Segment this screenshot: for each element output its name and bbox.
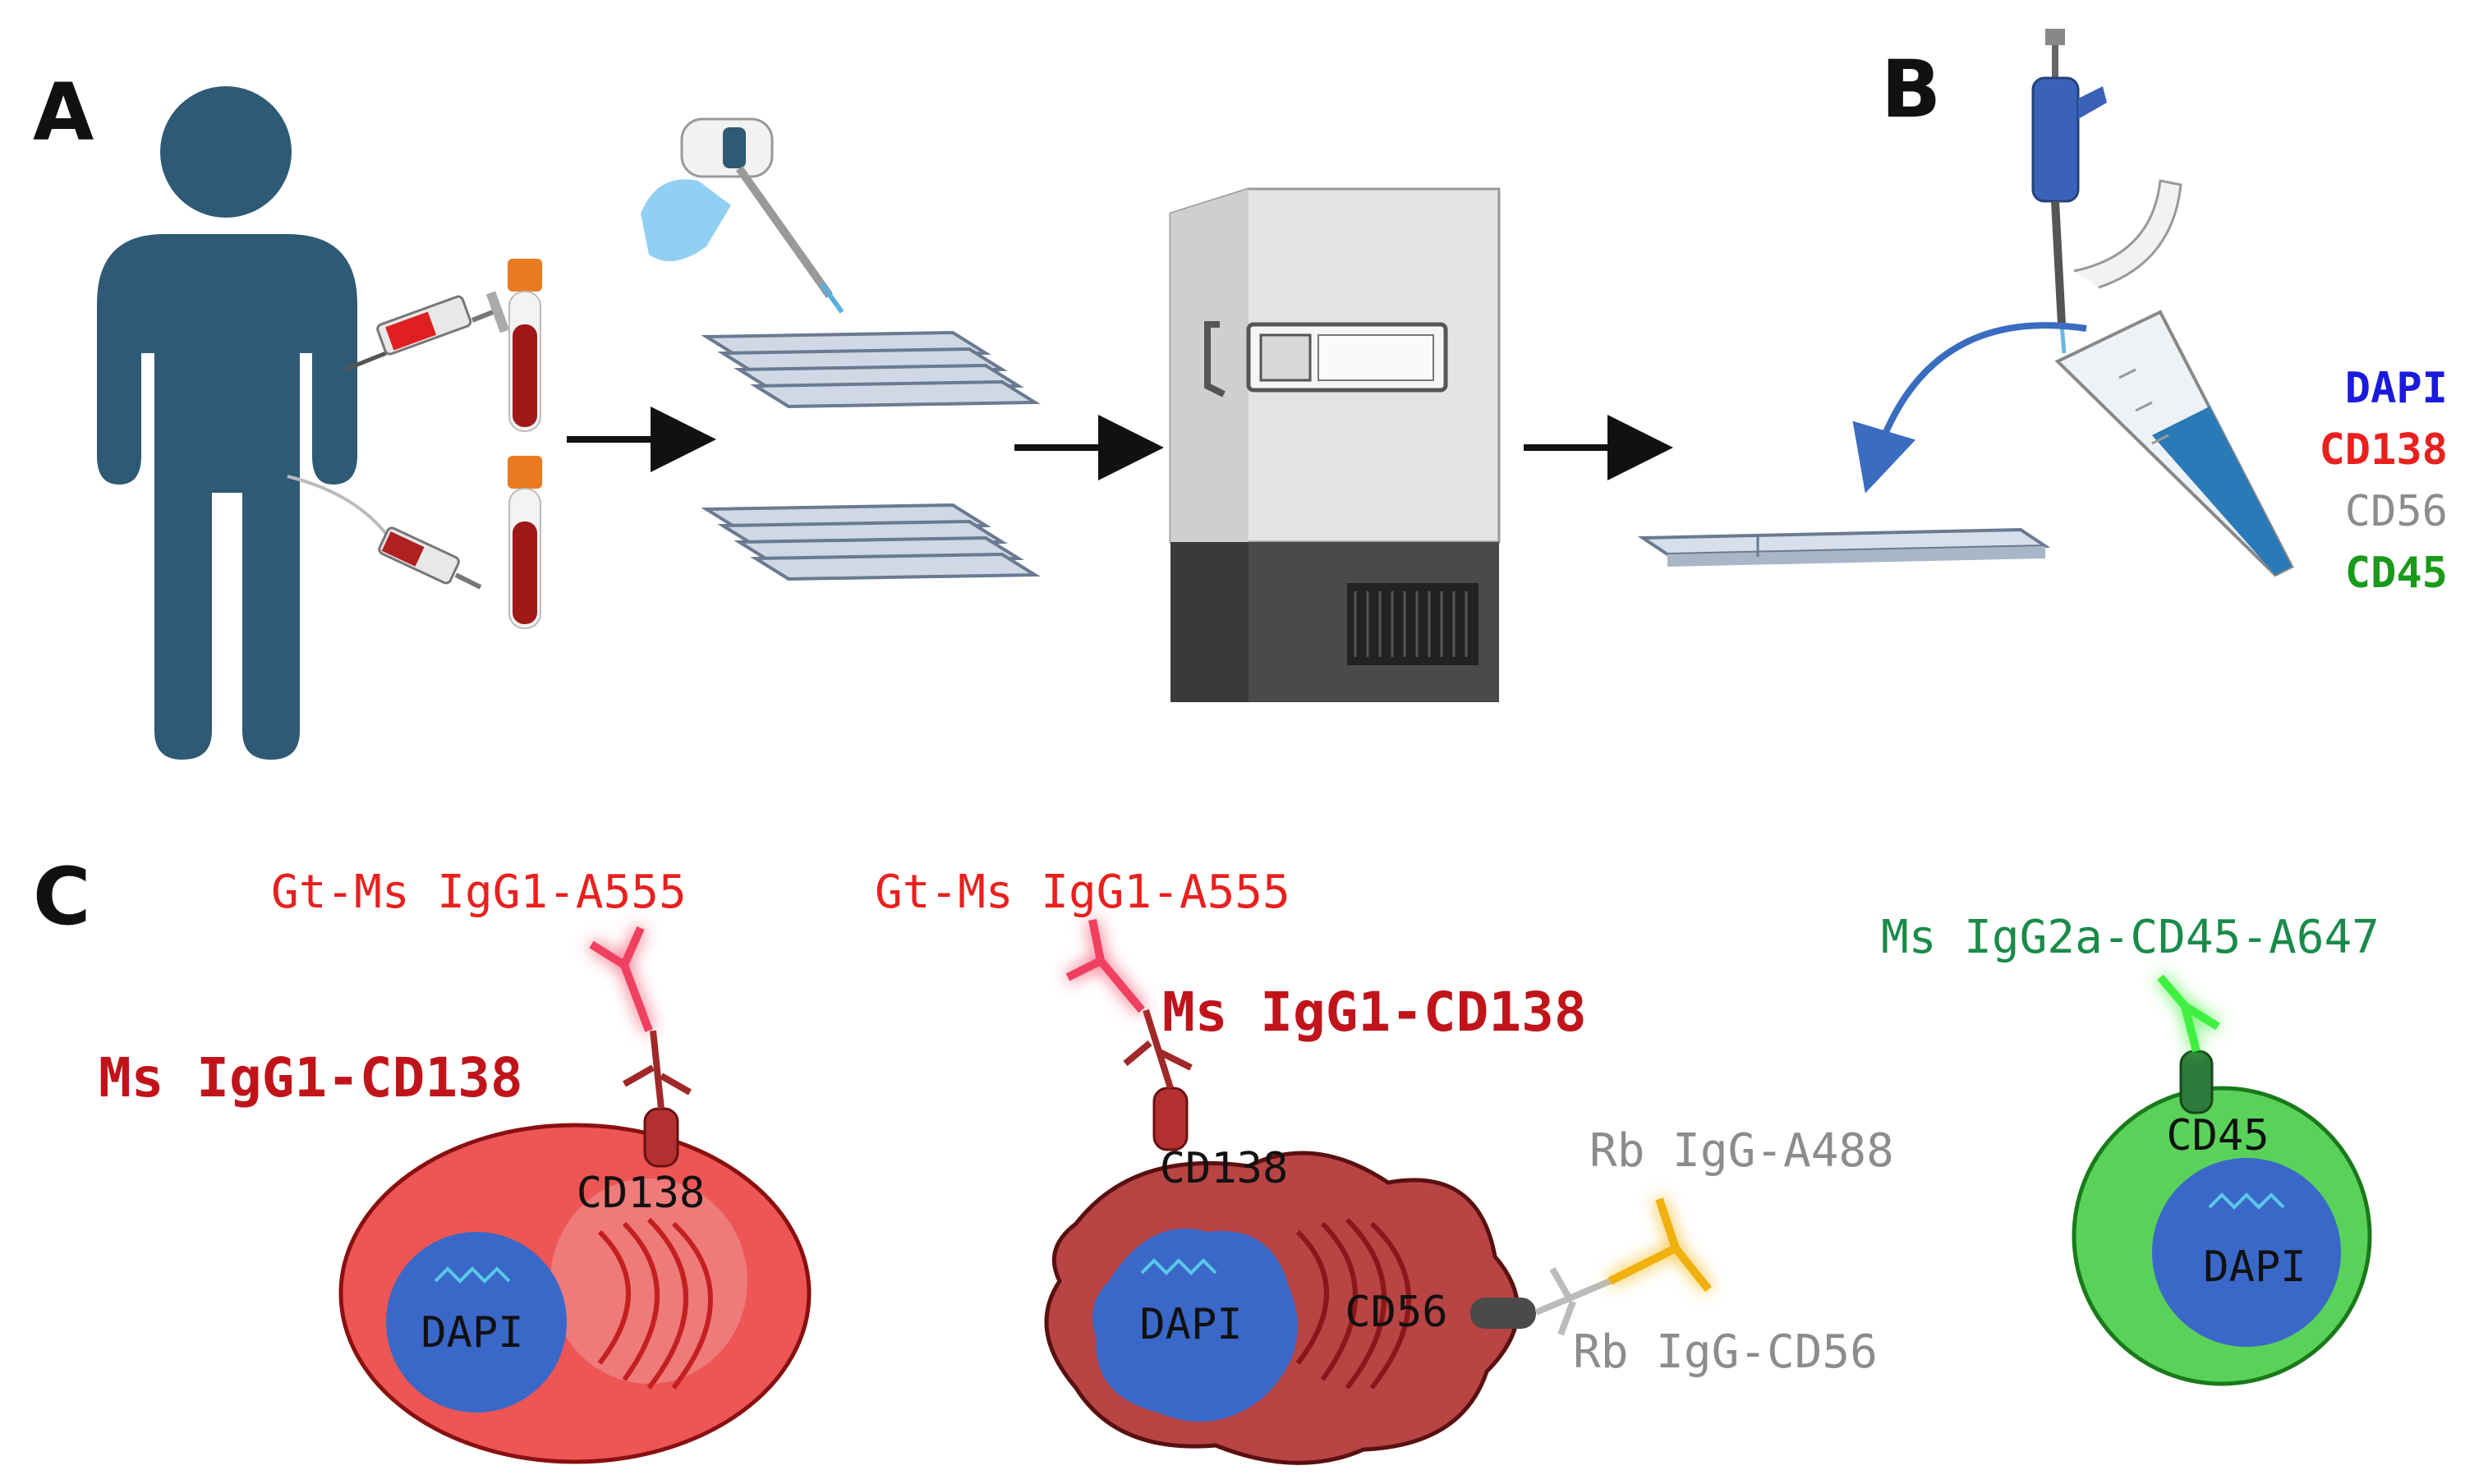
curved-arrow-icon	[1852, 322, 2087, 494]
panel-label-a: A	[33, 67, 94, 159]
secondary-antibody-icon	[589, 926, 653, 1032]
receptor-label: CD45	[2166, 1111, 2269, 1160]
secondary-antibody-icon	[1607, 1197, 1712, 1293]
blood-tube-icon	[508, 456, 542, 629]
microcentrifuge-tube-icon	[2054, 179, 2294, 577]
legend-cd56: CD56	[2345, 487, 2448, 536]
cell1-primary-label: Ms IgG1-CD138	[99, 1046, 523, 1110]
single-slide-icon	[1637, 527, 2051, 567]
freezer-icon	[1169, 187, 1501, 702]
cell2-primary-label: Ms IgG1-CD138	[1162, 981, 1587, 1044]
conjugated-antibody-icon	[2157, 974, 2220, 1053]
syringe-icon	[344, 291, 510, 372]
cell3-antibody-label: Ms IgG2a-CD45-A647	[1881, 911, 2380, 964]
leukocyte-cell: DAPI CD45	[2072, 1050, 2372, 1386]
pipette-icon	[2031, 29, 2107, 354]
panel-label-b: B	[1881, 44, 1941, 136]
nucleus-label: DAPI	[2203, 1243, 2306, 1292]
secondary-antibody-icon	[1065, 919, 1145, 1013]
nucleus-label: DAPI	[421, 1308, 523, 1358]
receptor-label: CD138	[1160, 1144, 1289, 1193]
plasma-cell-1: DAPI CD138	[338, 1107, 812, 1464]
gloved-hand-pipette-icon	[641, 117, 844, 314]
legend-cd138: CD138	[2319, 425, 2448, 475]
primary-antibody-icon	[623, 1030, 692, 1110]
legend-dapi: DAPI	[2345, 364, 2448, 413]
receptor2-label: CD56	[1345, 1288, 1447, 1337]
primary-antibody-icon	[1534, 1267, 1612, 1336]
cell1-secondary-label: Gt-Ms IgG1-A555	[271, 866, 687, 919]
legend-cd45: CD45	[2345, 549, 2448, 598]
blood-draw-syringe-icon	[287, 475, 482, 590]
slide-stack-icon	[701, 330, 1041, 409]
receptor-label: CD138	[577, 1169, 706, 1218]
cell2-primary2-label: Rb IgG-CD56	[1573, 1325, 1878, 1379]
primary-antibody-icon	[1123, 1008, 1193, 1090]
panel-label-c: C	[33, 851, 90, 943]
cell2-secondary-label: Gt-Ms IgG1-A555	[875, 866, 1290, 919]
nucleus-label: DAPI	[1139, 1300, 1242, 1349]
cell2-secondary2-label: Rb IgG-A488	[1589, 1124, 1894, 1178]
blood-tube-icon	[508, 259, 542, 432]
person-icon	[97, 86, 357, 760]
slide-stack-icon	[701, 503, 1041, 581]
plasma-cell-2: DAPI CD138 CD56	[1044, 1087, 1536, 1465]
